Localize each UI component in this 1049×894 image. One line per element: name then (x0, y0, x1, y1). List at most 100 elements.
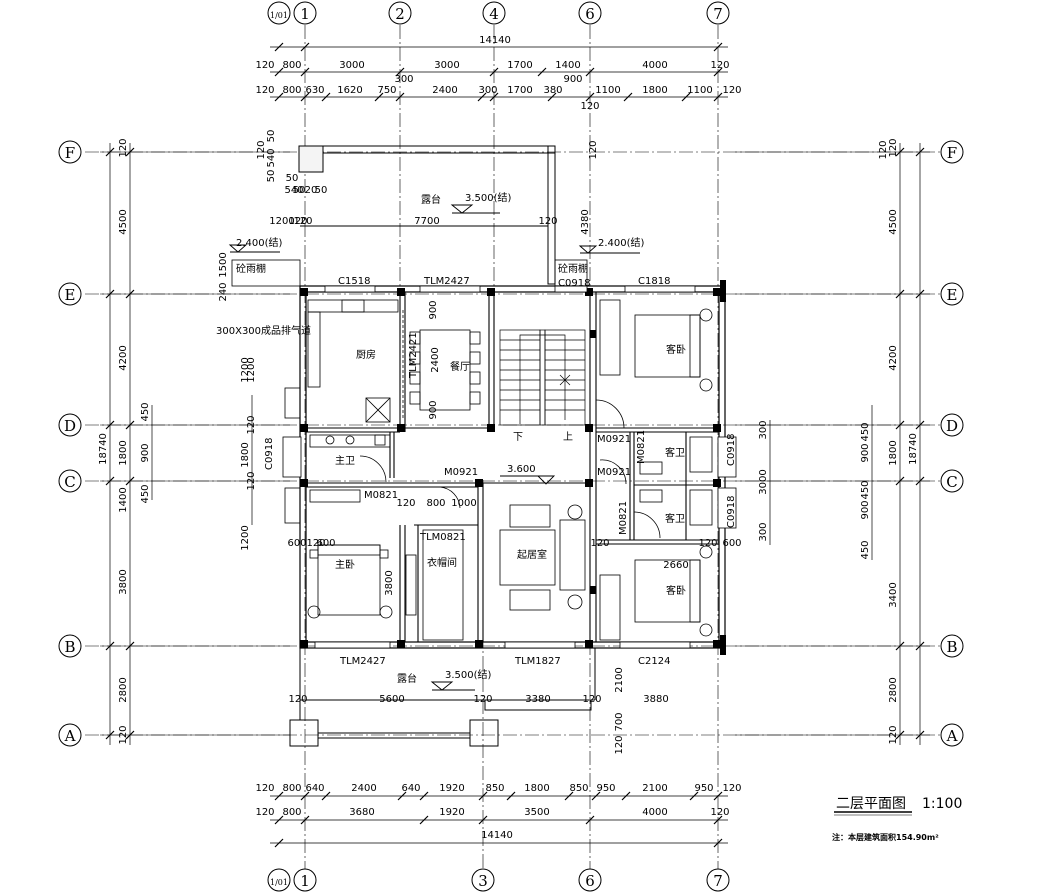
door-m0821-a: M0821 (636, 430, 647, 464)
dim-bot-r1-10: 2100 (642, 783, 667, 794)
room-dining: 餐厅 (450, 360, 470, 373)
dim-bot-r2-2: 3680 (349, 807, 374, 818)
canopy-right-label: 砼雨棚 (558, 262, 588, 275)
axis-label-right-3: C (946, 473, 957, 491)
dim-bot-r2-6: 120 (710, 807, 729, 818)
axis-label-left-2: D (64, 417, 76, 435)
dim-top-r2-1: 800 (282, 85, 301, 96)
axis-label-right-0: F (947, 144, 957, 162)
drawing-scale: 1:100 (922, 796, 962, 812)
dim-int-21: 3380 (525, 694, 550, 705)
dim-int-12: 600 (287, 538, 306, 549)
dim-int-22: 120 (582, 694, 601, 705)
dim-right-outer-6: 120 (888, 725, 899, 744)
interior-walls (306, 292, 718, 642)
dim-left-inner-0: 450 (140, 402, 151, 421)
axis-label-bottom-4: 7 (713, 872, 723, 890)
room-kitchen: 厨房 (356, 348, 376, 361)
dim-top-r1-1: 800 (282, 60, 301, 71)
axis-label-left-4: B (64, 638, 75, 656)
dim-left-inner-1: 900 (140, 443, 151, 462)
axis-label-right-2: D (946, 417, 958, 435)
dim-right-misc-0: 300 (758, 420, 769, 439)
dim-top-r1-extra: 300 (394, 74, 413, 85)
dim-top-r2-10: 1800 (642, 85, 667, 96)
dim-int-27: 120 (288, 694, 307, 705)
dim-left-misc-6: 50 (315, 185, 328, 196)
door-m0821-c: M0821 (618, 501, 629, 535)
furniture (284, 299, 713, 641)
dim-left-misc-11: 1500 (218, 252, 229, 277)
dim-int-9: 120 (396, 498, 415, 509)
dim-bot-r1-3: 2400 (351, 783, 376, 794)
dim-left-misc-12: 240 (218, 282, 229, 301)
dim-top-r1-2: 3000 (339, 60, 364, 71)
dim-top-r1-4: 1700 (507, 60, 532, 71)
dim-int-6: 900 (428, 400, 439, 419)
dim-bot-r1-6: 850 (485, 783, 504, 794)
axis-label-left-5: A (64, 727, 76, 745)
window-c1518: C1518 (338, 276, 370, 287)
dim-right-outer-4: 3400 (888, 582, 899, 607)
dim-right-total: 18740 (908, 433, 919, 465)
dim-int-1: 120 (538, 216, 557, 227)
dim-right-misc-3: 120 (588, 140, 599, 159)
axis-label-left-3: C (64, 473, 75, 491)
door-tlm2421: TLM2421 (408, 332, 419, 379)
dims-bottom: 120 800 640 2400 640 1920 850 1800 850 9… (255, 783, 741, 841)
room-terrace-bottom: 露台 (397, 672, 417, 685)
window-c0918-right1: C0918 (726, 434, 737, 466)
dimension-lines (109, 46, 921, 844)
dim-top-r2-8: 380 (543, 85, 562, 96)
dim-top-r2-2: 630 (305, 85, 324, 96)
door-tlm2427-top: TLM2427 (423, 276, 470, 287)
axis-label-top-3: 4 (489, 5, 499, 23)
room-master-bed: 主卧 (335, 558, 355, 571)
dim-left-misc-3: 50 (266, 170, 277, 183)
dim-int-5: 900 (428, 300, 439, 319)
dim-left-misc-9: 1200 (269, 216, 294, 227)
dim-left-inner-4: 1200 (240, 357, 251, 382)
dim-bot-r2-1: 800 (282, 807, 301, 818)
window-c0918-left: C0918 (264, 438, 275, 470)
canopies (231, 259, 588, 287)
dim-left-outer-1: 4500 (118, 209, 129, 234)
axis-label-top-0: 1/01 (270, 11, 288, 20)
dim-int-24: 2100 (614, 667, 625, 692)
axis-label-top-1: 1 (300, 5, 310, 23)
stair-down-label: 下 (513, 432, 523, 443)
dim-bot-r2-5: 4000 (642, 807, 667, 818)
dim-right-misc-2: 300 (758, 522, 769, 541)
dim-left-misc-0: 120 (256, 140, 267, 159)
dim-top-total: 14140 (479, 35, 511, 46)
axis-bubbles (58, 1, 964, 892)
axis-label-left-1: E (65, 286, 76, 304)
doors (359, 310, 661, 539)
axis-label-top-2: 2 (395, 5, 405, 23)
dim-left-misc-7: 20 (305, 185, 318, 196)
window-c1818: C1818 (638, 276, 670, 287)
dim-bot-r1-1: 800 (282, 783, 301, 794)
room-terrace-top: 露台 (421, 193, 441, 206)
dim-int-11: 1000 (451, 498, 476, 509)
terrace-bottom (289, 648, 596, 747)
dim-left-outer-4: 3800 (118, 569, 129, 594)
door-m0821-b: M0821 (364, 490, 398, 501)
stair-up-label: 上 (563, 431, 573, 443)
door-tlm0821: TLM0821 (419, 532, 466, 543)
dim-top-r2-4: 750 (377, 85, 396, 96)
dim-int-25: 700 (614, 712, 625, 731)
dim-right-outer-1: 4500 (888, 209, 899, 234)
dim-int-10: 800 (426, 498, 445, 509)
dim-left-misc-13: 120 (246, 415, 257, 434)
dim-top-r2-11: 1100 (687, 85, 712, 96)
dim-left-misc-2: 50 (266, 130, 277, 143)
room-guest-bath-2: 客卫 (665, 512, 685, 525)
dim-top-r2-7: 1700 (507, 85, 532, 96)
window-c0918-right2: C0918 (726, 496, 737, 528)
dim-right-misc-4: 120 (878, 140, 889, 159)
room-master-bath: 主卫 (335, 455, 355, 467)
dim-top-r1-3: 3000 (434, 60, 459, 71)
stair (499, 329, 586, 426)
